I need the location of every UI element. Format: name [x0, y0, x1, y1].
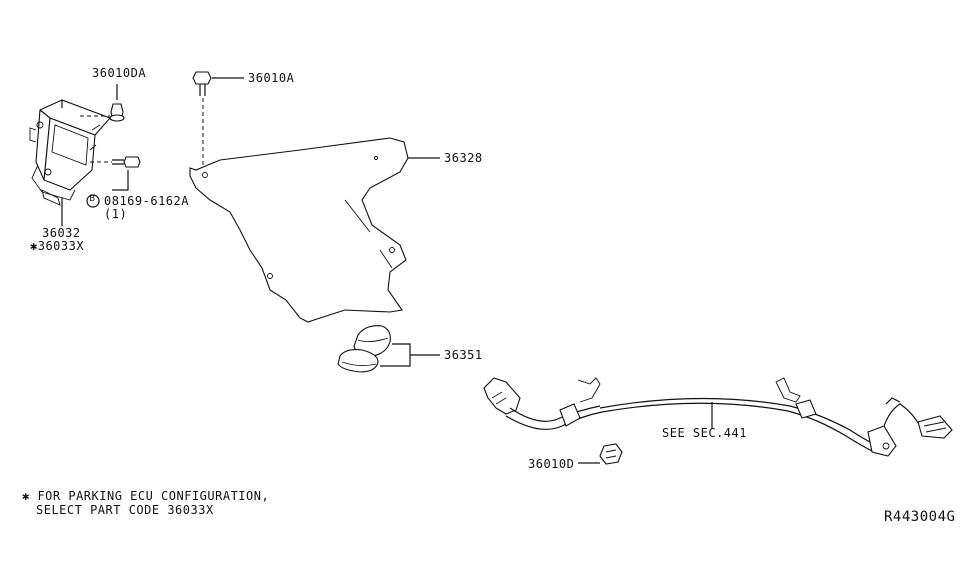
- footnote-line-1: ✱ FOR PARKING ECU CONFIGURATION,: [22, 489, 270, 503]
- label-clip-36010d: 36010D: [528, 457, 575, 471]
- nut-36010da: [80, 84, 125, 122]
- clip-36010d: [578, 443, 623, 465]
- bracket-36328: [189, 137, 440, 323]
- label-bolt-b-code: 08169-6162A: [104, 194, 189, 208]
- diagram-code: R443004G: [884, 509, 956, 525]
- bolt-b-symbol: B: [89, 194, 96, 204]
- label-bolt-36010a: 36010A: [248, 71, 295, 85]
- bolt-b: [86, 156, 141, 208]
- cable-assembly: [483, 377, 953, 457]
- label-nut-36010da: 36010DA: [92, 66, 147, 80]
- label-bolt-b-qty: (1): [104, 207, 128, 221]
- label-cable-see-sec: SEE SEC.441: [662, 426, 747, 440]
- parking-ecu-unit: [29, 99, 111, 226]
- grommets-36351: [337, 325, 440, 373]
- label-ecu-36032: 36032: [42, 226, 81, 240]
- label-ecu-36033x: ✱36033X: [30, 239, 85, 253]
- label-bracket-36328: 36328: [444, 151, 483, 165]
- footnote-line-2: SELECT PART CODE 36033X: [36, 503, 214, 517]
- label-grommet-36351: 36351: [444, 348, 483, 362]
- bolt-36010a: [192, 71, 244, 168]
